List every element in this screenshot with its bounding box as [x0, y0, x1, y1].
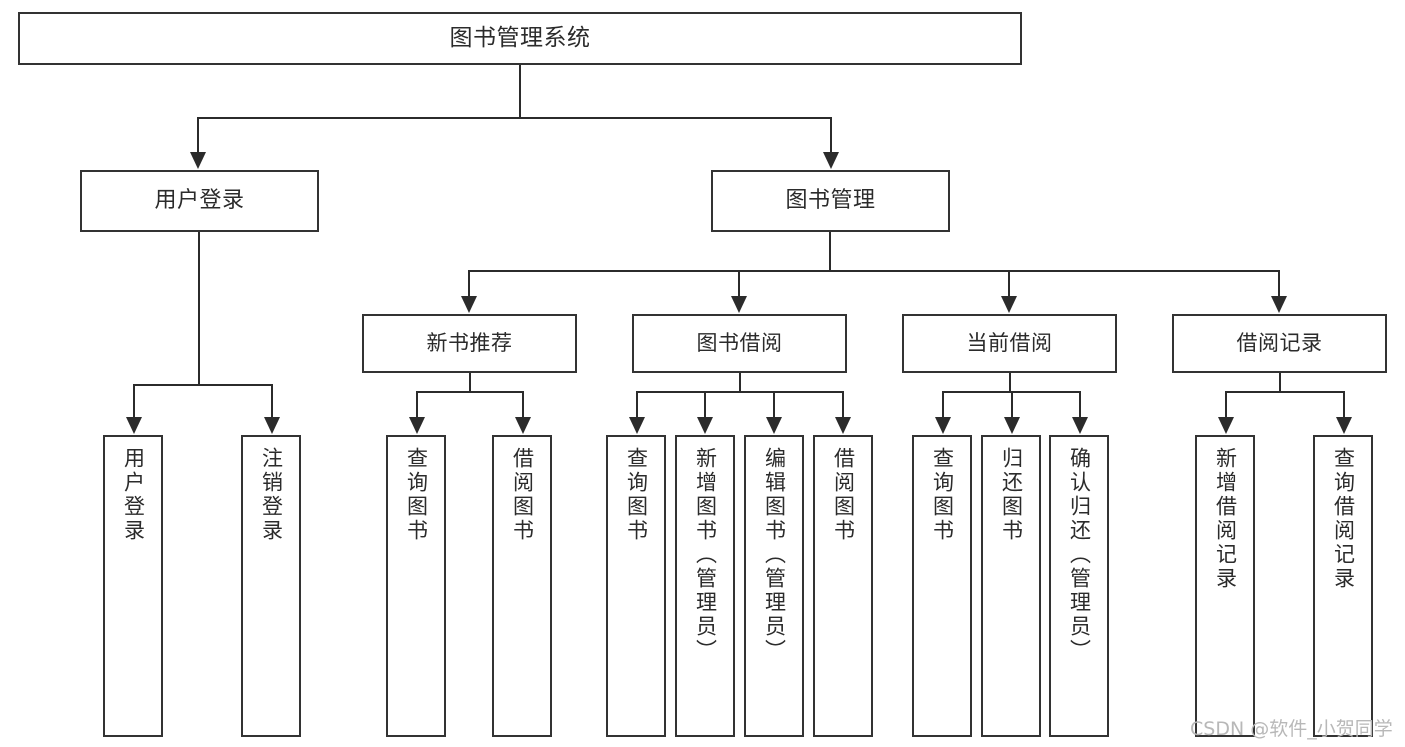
arrowhead-level2-3 [1001, 296, 1017, 313]
arrowhead-record-2 [1336, 417, 1352, 434]
connector-drop-recommend-1 [416, 391, 418, 418]
arrowhead-level2-4 [1271, 296, 1287, 313]
node-user-login[interactable]: 用户登录 [80, 170, 319, 232]
leaf-borrow-query-book[interactable]: 查询图书 [606, 435, 666, 737]
arrowhead-current-2 [1004, 417, 1020, 434]
node-label: 确认归还（管理员） [1067, 447, 1092, 663]
leaf-current-query-book[interactable]: 查询图书 [912, 435, 972, 737]
arrowhead-borrow-1 [629, 417, 645, 434]
node-label: 图书管理 [785, 188, 876, 214]
connector-drop-current-1 [942, 391, 944, 418]
connector-drop-current-2 [1011, 391, 1013, 418]
node-label: 新增借阅记录 [1213, 447, 1238, 591]
node-label: 注销登录 [259, 447, 284, 543]
arrowhead-borrow-4 [835, 417, 851, 434]
connector-book-mgmt-stem [829, 232, 831, 271]
connector-drop-current-3 [1079, 391, 1081, 418]
arrowhead-borrow-3 [766, 417, 782, 434]
connector-record-stem [1279, 373, 1281, 392]
connector-drop-book-mgmt [830, 117, 832, 153]
connector-drop-level2-1 [468, 270, 470, 297]
node-label: 用户登录 [121, 447, 146, 543]
node-new-book-recommend[interactable]: 新书推荐 [362, 314, 577, 373]
arrowhead-recommend-2 [515, 417, 531, 434]
node-book-management[interactable]: 图书管理 [711, 170, 950, 232]
node-label: 新增图书（管理员） [693, 447, 718, 663]
leaf-record-query[interactable]: 查询借阅记录 [1313, 435, 1373, 737]
connector-recommend-stem [469, 373, 471, 392]
arrowhead-level2-1 [461, 296, 477, 313]
connector-drop-borrow-4 [842, 391, 844, 418]
arrowhead-current-1 [935, 417, 951, 434]
connector-user-login-bus [133, 384, 271, 386]
node-label: 查询图书 [404, 447, 429, 543]
connector-drop-level2-4 [1278, 270, 1280, 297]
leaf-logout[interactable]: 注销登录 [241, 435, 301, 737]
connector-drop-borrow-2 [704, 391, 706, 418]
leaf-current-return-book[interactable]: 归还图书 [981, 435, 1041, 737]
arrowhead-record-1 [1218, 417, 1234, 434]
node-label: 查询图书 [930, 447, 955, 543]
node-label: 编辑图书（管理员） [762, 447, 787, 663]
arrowhead-user-login [190, 152, 206, 169]
leaf-borrow-add-book[interactable]: 新增图书（管理员） [675, 435, 735, 737]
connector-drop-login-1 [133, 384, 135, 418]
arrowhead-level2-2 [731, 296, 747, 313]
node-book-borrow[interactable]: 图书借阅 [632, 314, 847, 373]
node-borrow-record[interactable]: 借阅记录 [1172, 314, 1387, 373]
leaf-borrow-edit-book[interactable]: 编辑图书（管理员） [744, 435, 804, 737]
leaf-borrow-borrow-book[interactable]: 借阅图书 [813, 435, 873, 737]
leaf-user-login[interactable]: 用户登录 [103, 435, 163, 737]
node-label: 查询借阅记录 [1331, 447, 1356, 591]
node-label: 借阅图书 [510, 447, 535, 543]
connector-level1-bus [197, 117, 832, 119]
connector-drop-level2-2 [738, 270, 740, 297]
connector-drop-borrow-3 [773, 391, 775, 418]
leaf-record-add[interactable]: 新增借阅记录 [1195, 435, 1255, 737]
node-label: 借阅记录 [1236, 331, 1323, 356]
connector-drop-borrow-1 [636, 391, 638, 418]
node-label: 新书推荐 [426, 331, 513, 356]
connector-drop-record-2 [1343, 391, 1345, 418]
connector-level2-bus [468, 270, 1278, 272]
node-label: 查询图书 [624, 447, 649, 543]
node-label: 借阅图书 [831, 447, 856, 543]
connector-user-login-stem [198, 232, 200, 385]
connector-drop-user-login [197, 117, 199, 153]
leaf-recommend-query-book[interactable]: 查询图书 [386, 435, 446, 737]
leaf-current-confirm-return[interactable]: 确认归还（管理员） [1049, 435, 1109, 737]
arrowhead-borrow-2 [697, 417, 713, 434]
arrowhead-login-1 [126, 417, 142, 434]
connector-current-stem [1009, 373, 1011, 392]
connector-borrow-stem [739, 373, 741, 392]
connector-root-stem [519, 65, 521, 118]
node-label: 图书管理系统 [449, 25, 591, 52]
arrowhead-current-3 [1072, 417, 1088, 434]
node-label: 用户登录 [154, 188, 245, 214]
arrowhead-book-mgmt [823, 152, 839, 169]
connector-drop-login-2 [271, 384, 273, 418]
leaf-recommend-borrow-book[interactable]: 借阅图书 [492, 435, 552, 737]
arrowhead-login-2 [264, 417, 280, 434]
connector-record-bus [1225, 391, 1344, 393]
connector-borrow-bus [636, 391, 843, 393]
node-label: 归还图书 [999, 447, 1024, 543]
node-label: 当前借阅 [966, 331, 1053, 356]
connector-drop-level2-3 [1008, 270, 1010, 297]
connector-drop-recommend-2 [522, 391, 524, 418]
node-root-system[interactable]: 图书管理系统 [18, 12, 1022, 65]
node-label: 图书借阅 [696, 331, 783, 356]
connector-drop-record-1 [1225, 391, 1227, 418]
arrowhead-recommend-1 [409, 417, 425, 434]
connector-recommend-bus [416, 391, 523, 393]
node-current-borrow[interactable]: 当前借阅 [902, 314, 1117, 373]
